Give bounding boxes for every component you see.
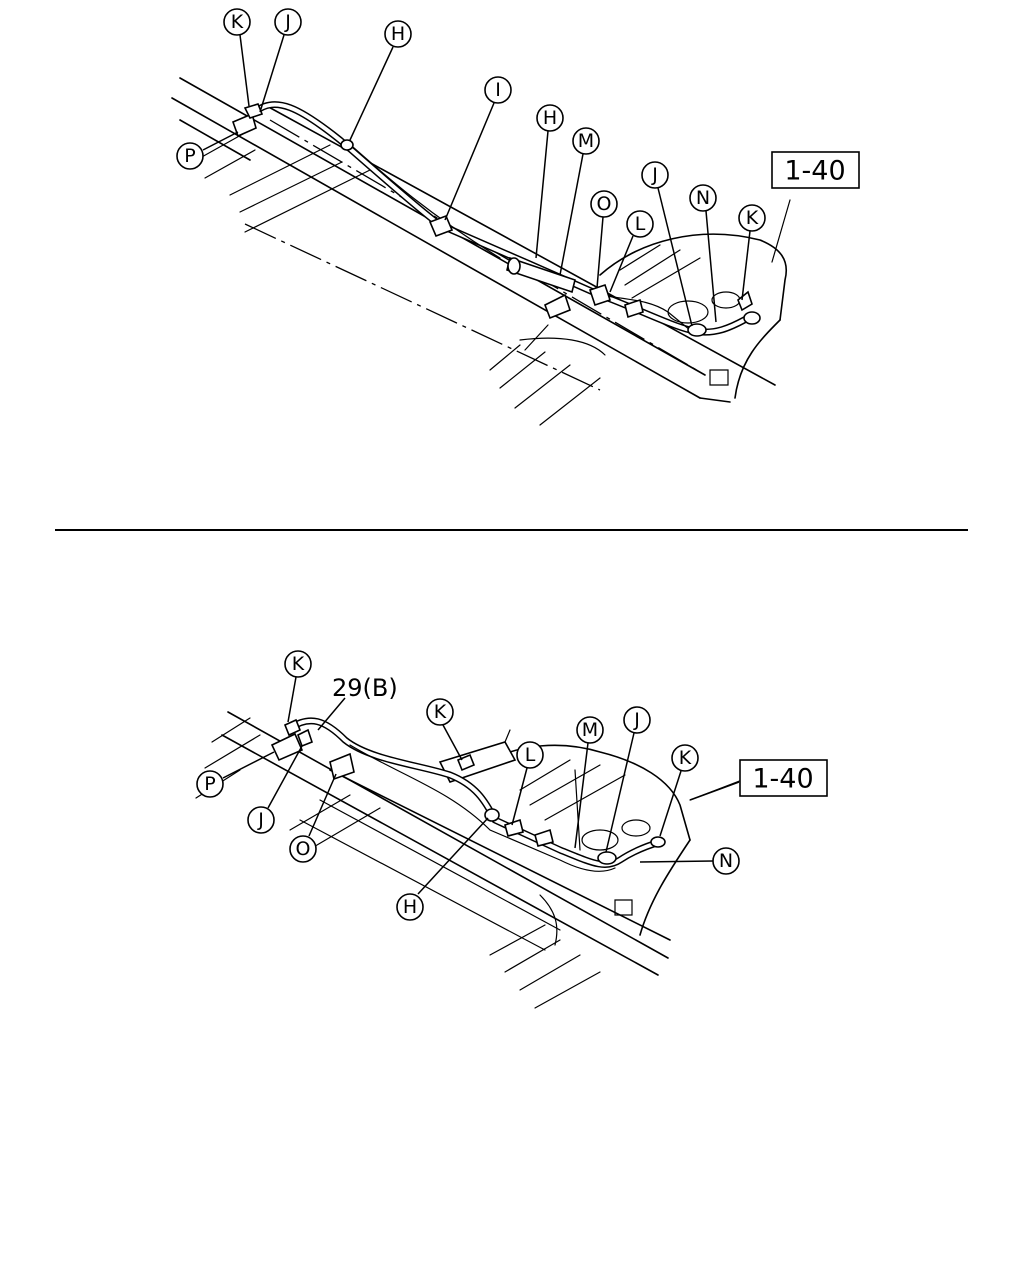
svg-text:K: K (292, 653, 305, 675)
callout-j-right: J (623, 706, 651, 734)
svg-text:M: M (582, 719, 598, 741)
bottom-leaders (222, 676, 740, 895)
callout-h-mid: H (536, 104, 564, 132)
callout-h-left: H (384, 20, 412, 48)
svg-text:N: N (696, 187, 710, 209)
bottom-view: 29(B) K K L M J K P J O H N 1-40 (195, 650, 828, 1009)
callout-i: I (484, 76, 512, 104)
svg-text:N: N (719, 850, 733, 872)
svg-text:O: O (597, 193, 612, 215)
top-brake-cable (251, 101, 752, 336)
svg-text:1-40: 1-40 (752, 764, 813, 795)
equalizer-bracket (231, 112, 257, 138)
top-view: K J H I H M O L J N K P 1-40 (171, 8, 860, 426)
callout-j-left: J (247, 806, 275, 834)
callout-m: M (572, 127, 600, 155)
svg-text:K: K (231, 11, 244, 33)
callout-k-right: K (738, 204, 766, 232)
top-frame-lines (171, 77, 791, 426)
callout-n: N (689, 184, 717, 212)
top-callouts: K J H I H M O L J N K P (176, 8, 766, 238)
callout-k-left: K (223, 8, 251, 36)
svg-text:1-40: 1-40 (784, 156, 845, 187)
cable-guide-o (329, 752, 355, 781)
callout-l: L (516, 741, 544, 769)
reference-box-1-40-lower: 1-40 (739, 759, 828, 797)
callout-o: O (590, 190, 618, 218)
bottom-frame-lines (195, 711, 743, 1009)
svg-text:O: O (296, 838, 311, 860)
svg-text:P: P (204, 773, 215, 795)
svg-text:K: K (434, 701, 447, 723)
callout-k-mid: K (426, 698, 454, 726)
svg-text:M: M (578, 130, 594, 152)
callout-p: P (176, 142, 204, 170)
callout-j-left: J (274, 8, 302, 36)
svg-text:H: H (543, 107, 557, 129)
callout-n: N (712, 847, 740, 875)
svg-text:L: L (525, 744, 536, 766)
bottom-callouts: K K L M J K P J O H N (196, 650, 740, 921)
callout-h: H (396, 893, 424, 921)
reference-box-1-40: 1-40 (771, 151, 860, 189)
callout-m: M (576, 716, 604, 744)
callout-o: O (289, 835, 317, 863)
callout-p: P (196, 770, 224, 798)
svg-text:H: H (403, 896, 417, 918)
callout-k-left: K (284, 650, 312, 678)
svg-text:J: J (651, 164, 658, 186)
svg-text:K: K (679, 747, 692, 769)
top-leaders (202, 34, 751, 327)
svg-text:J: J (284, 11, 291, 33)
torque-label-29b: 29(B) (332, 674, 398, 702)
svg-text:J: J (257, 809, 264, 831)
equalizer-bracket-lower (270, 732, 304, 762)
top-components (231, 103, 761, 337)
svg-text:P: P (184, 145, 195, 167)
callout-l: L (626, 210, 654, 238)
svg-text:J: J (633, 709, 640, 731)
svg-text:I: I (495, 79, 501, 101)
bottom-components (270, 718, 666, 865)
svg-text:K: K (746, 207, 759, 229)
bottom-brake-cable (286, 717, 664, 872)
svg-text:L: L (635, 213, 646, 235)
callout-j-right: J (641, 161, 669, 189)
callout-k-right: K (671, 744, 699, 772)
cable-clip-i (428, 214, 454, 238)
svg-text:H: H (391, 23, 405, 45)
